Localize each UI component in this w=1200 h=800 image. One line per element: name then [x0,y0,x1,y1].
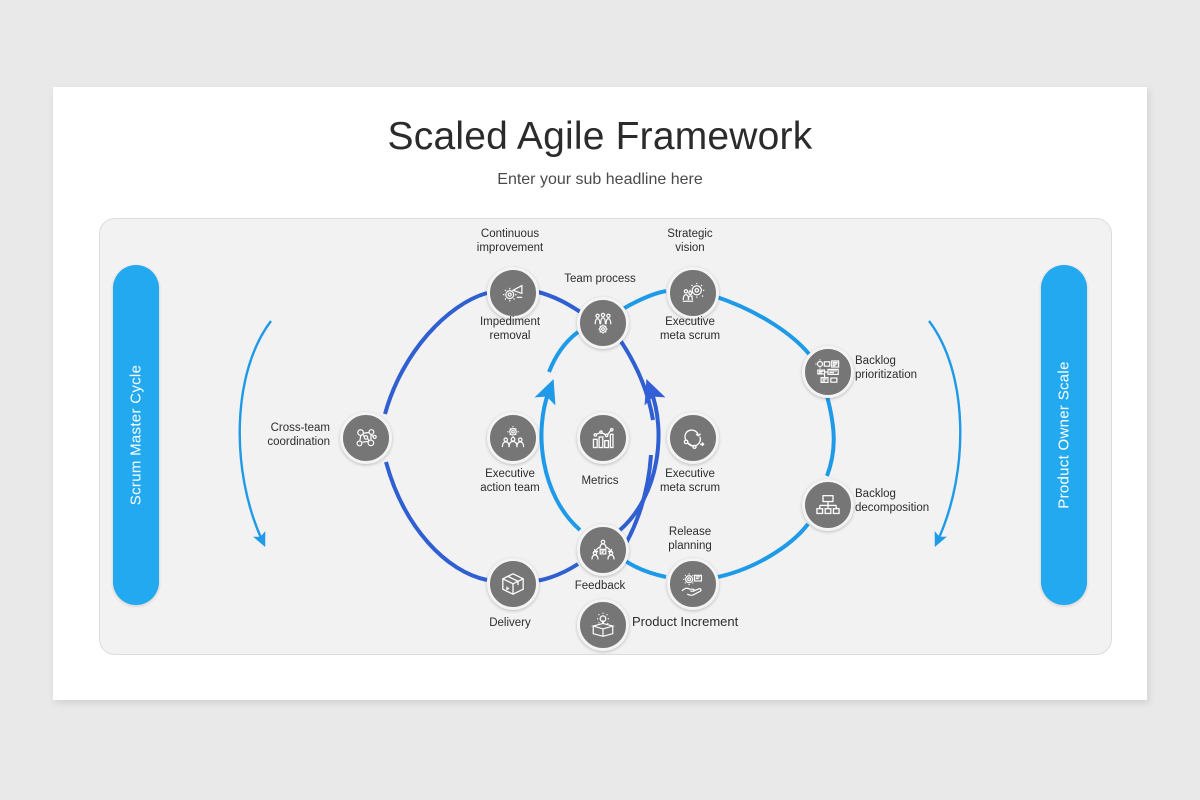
gear-people-icon [682,282,705,302]
scrum-master-cycle-label: Scrum Master Cycle [127,364,145,506]
bar-chart-icon [592,427,614,449]
network-icon [356,429,377,447]
product-owner-scale-pill[interactable]: Product Owner Scale [1041,265,1087,605]
label-team-process: Team process [564,273,636,285]
label-executive-meta-scrum-top: Executive meta scrum [659,316,721,342]
label-cross-team-coordination: Cross-team coordination [267,422,330,448]
cycle-icon [683,429,705,450]
node-executive-meta-scrum-mid[interactable] [667,412,719,464]
page-subtitle: Enter your sub headline here [497,171,703,188]
label-executive-action-team: Executive action team [480,468,540,494]
node-backlog-decomposition[interactable] [802,479,854,531]
box-idea-icon [591,612,615,637]
label-impediment-removal: Impediment removal [479,316,541,342]
label-feedback: Feedback [574,580,626,592]
label-backlog-decomposition: Backlog decomposition [855,488,930,514]
backlog-gear-icon [815,359,840,383]
team-gear-icon [594,312,612,334]
label-backlog-prioritization: Backlog prioritization [855,355,917,381]
label-strategic-vision: Strategic vision [667,228,713,254]
node-backlog-prioritization[interactable] [802,346,854,398]
gear-hand-icon [681,573,703,596]
label-continuous-improvement: Continuous improvement [476,228,544,254]
node-executive-action-team[interactable] [487,412,539,464]
label-product-increment: Product Increment [632,614,739,629]
node-product-increment[interactable] [577,599,629,651]
page-title: Scaled Agile Framework [387,115,813,158]
hierarchy-icon [816,495,840,515]
scrum-master-cycle-pill[interactable]: Scrum Master Cycle [113,265,159,605]
gear-group-icon [501,426,525,448]
node-metrics[interactable] [577,412,629,464]
gear-arrow-icon [503,284,523,302]
node-cross-team-coordination[interactable] [340,412,392,464]
node-feedback[interactable] [577,524,629,576]
node-delivery[interactable] [487,558,539,610]
node-executive-meta-scrum-top[interactable] [667,267,719,319]
label-delivery: Delivery [489,617,531,629]
label-executive-meta-scrum-mid: Executive meta scrum [659,468,721,494]
node-team-process[interactable] [577,297,629,349]
node-release-planning[interactable] [667,558,719,610]
label-metrics: Metrics [581,475,619,487]
label-release-planning: Release planning [668,526,712,552]
product-owner-scale-label: Product Owner Scale [1055,361,1073,509]
node-impediment-removal[interactable] [487,267,539,319]
box-icon [502,573,524,595]
feedback-people-icon [591,539,615,560]
